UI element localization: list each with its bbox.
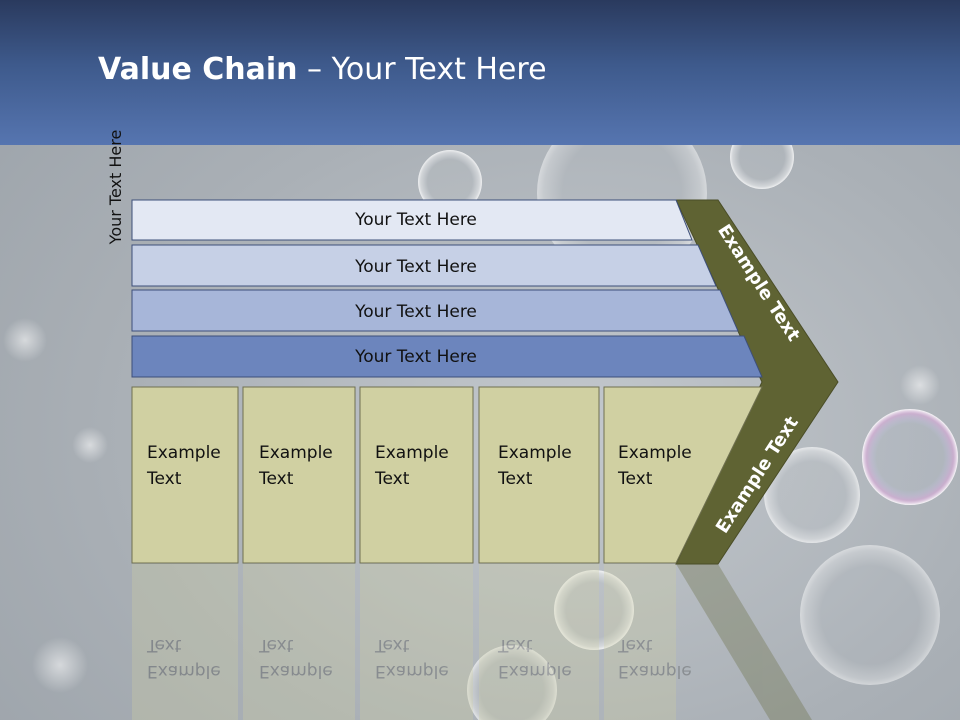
bar-1 [131,199,693,241]
reflection-text-4b: Text [497,635,533,655]
reflection-text-3a: Example [375,661,449,681]
reflection-text-5a: Example [618,661,692,681]
title-bold: Value Chain [98,52,298,87]
box-2-line1: Example [259,443,333,463]
box-4-line2: Text [497,469,533,489]
box-5-line1: Example [618,443,692,463]
bar-4 [131,335,763,378]
box-2 [242,386,356,564]
bar-2 [131,244,717,287]
box-4-line1: Example [498,443,572,463]
box-4 [478,386,600,564]
box-1-line2: Text [146,469,182,489]
chevron-arrow [675,199,839,565]
box-5-line2: Text [617,469,653,489]
bar-2-label: Your Text Here [354,257,477,277]
box-1 [131,386,239,564]
reflection-text-1a: Example [147,661,221,681]
reflection-text-2a: Example [259,661,333,681]
title-rest: – Your Text Here [297,52,547,87]
bar-4-label: Your Text Here [354,347,477,367]
reflection-text-5b: Text [617,635,653,655]
slide-title: Value Chain – Your Text Here [98,52,547,87]
header-bar: Value Chain – Your Text Here [0,0,960,145]
bar-3 [131,289,739,332]
box-1-line1: Example [147,443,221,463]
reflection-text-2b: Text [258,635,294,655]
bar-3-label: Your Text Here [354,302,477,322]
bar-1-label: Your Text Here [354,210,477,230]
box-3-line1: Example [375,443,449,463]
reflection-text-4a: Example [498,661,572,681]
box-2-line2: Text [258,469,294,489]
box-3-line2: Text [374,469,410,489]
reflection-text-1b: Text [146,635,182,655]
box-3 [359,386,474,564]
box-5 [603,386,763,564]
reflection-text-3b: Text [374,635,410,655]
diagram-reflection: Example Text Example Text Example Text E… [132,564,812,720]
